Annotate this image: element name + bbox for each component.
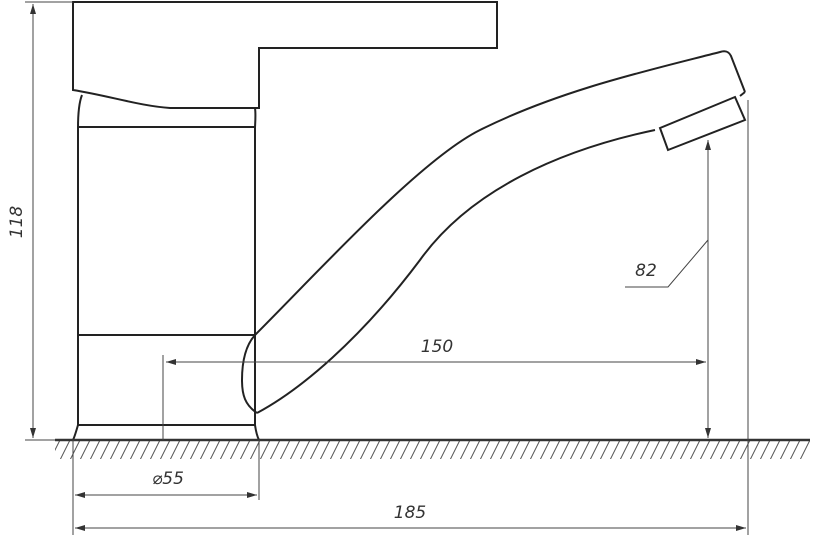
faucet-spout	[240, 50, 747, 414]
faucet-handle	[72, 1, 498, 109]
dimension-reach-label: 150	[421, 337, 453, 357]
dimension-height-label: 118	[7, 206, 27, 239]
faucet-body	[72, 94, 260, 441]
ground	[55, 438, 810, 459]
dimension-spout-height-label: 82	[635, 261, 657, 281]
dimension-lines	[25, 1, 749, 535]
dimension-length-label: 185	[394, 503, 426, 523]
dimension-diameter-label: ⌀55	[152, 469, 184, 489]
